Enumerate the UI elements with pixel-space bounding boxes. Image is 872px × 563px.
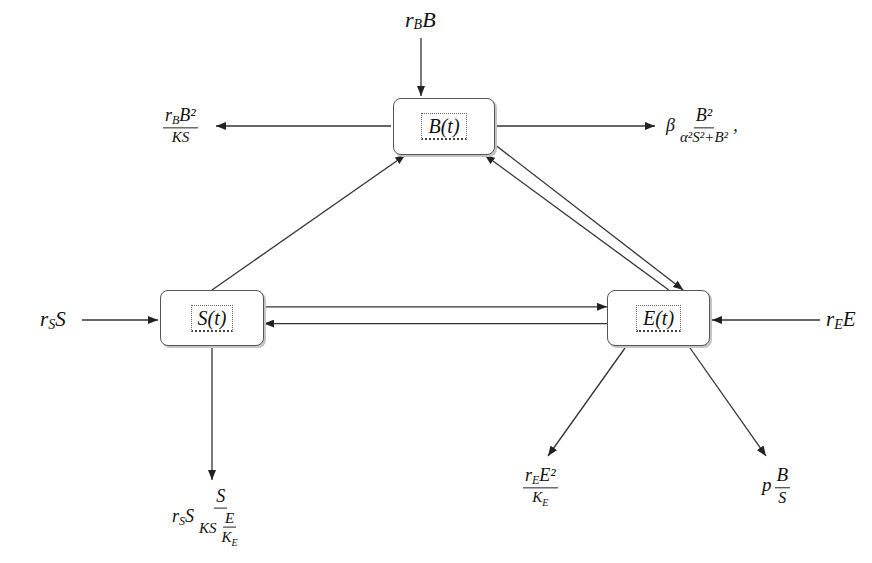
- math-symbol: r: [826, 308, 834, 331]
- transfer-arrow: [212, 155, 405, 290]
- transfer-arrow: [264, 306, 607, 307]
- math-subscript: E: [532, 475, 539, 488]
- math-symbol: S: [55, 308, 66, 331]
- math-subscript: B: [172, 115, 179, 128]
- math-symbol: E: [843, 308, 856, 331]
- inflow-arrow: [82, 319, 158, 320]
- math-formula: rBB²KS: [160, 106, 201, 145]
- transfer-arrow: [495, 145, 683, 290]
- math-formula: rSS: [40, 308, 66, 331]
- math-symbol: r: [40, 308, 48, 331]
- transfer-arrow: [485, 155, 669, 290]
- math-formula: rBB: [405, 8, 436, 32]
- fraction-numerator: B²: [694, 106, 714, 128]
- math-fraction: BS: [775, 465, 791, 506]
- compartment-label: E(t): [636, 305, 681, 332]
- math-symbol: S: [216, 487, 225, 507]
- math-subscript: S: [48, 317, 55, 332]
- math-formula: rEE: [826, 308, 856, 331]
- math-symbol: S: [778, 489, 786, 507]
- outflow-arrow: [497, 125, 655, 126]
- math-subscript: E: [834, 317, 843, 332]
- fraction-numerator: S: [214, 487, 227, 509]
- fraction-numerator: E: [223, 509, 236, 528]
- math-symbol: β: [666, 116, 675, 136]
- outflow-arrow: [211, 348, 212, 480]
- math-symbol: KS: [172, 129, 190, 146]
- math-symbol: r: [172, 506, 179, 526]
- math-subscript: E: [232, 537, 238, 548]
- compartment-label: S(t): [191, 305, 234, 332]
- math-subscript: B: [414, 17, 423, 32]
- math-symbol: ,: [733, 116, 738, 136]
- math-symbol: S: [185, 506, 194, 526]
- fraction-denominator: KS: [170, 128, 192, 146]
- math-fraction: B² α²S²+B²: [678, 106, 730, 145]
- math-fraction: rEE²KE: [523, 466, 558, 505]
- math-symbol: p: [762, 476, 772, 497]
- outflow-arrow: [216, 125, 391, 126]
- math-fraction: EKE: [220, 509, 240, 545]
- math-symbol: K: [532, 489, 542, 506]
- outflow-arrow: [690, 348, 766, 456]
- inflow-arrow: [712, 319, 820, 320]
- math-fraction: rBB²KS: [163, 106, 198, 145]
- math-symbol: B: [777, 465, 789, 486]
- math-formula: rSSSKSEKE: [172, 487, 248, 546]
- math-symbol: KS: [199, 519, 217, 536]
- math-symbol: K: [222, 529, 232, 546]
- math-formula: pBS: [762, 465, 793, 506]
- math-symbol: B: [422, 8, 435, 32]
- fraction-denominator: α²S²+B²: [678, 128, 730, 146]
- compartment-box: E(t): [607, 290, 710, 346]
- fraction-denominator: KE: [530, 488, 550, 506]
- compartment-box: S(t): [160, 290, 264, 346]
- compartment-box: B(t): [393, 98, 495, 155]
- outflow-arrow: [548, 348, 625, 456]
- inflow-arrow: [420, 38, 421, 96]
- math-subscript: E: [542, 497, 548, 508]
- math-symbol: E: [225, 509, 234, 526]
- transfer-arrow: [264, 323, 607, 324]
- fraction-numerator: B: [775, 465, 791, 488]
- fraction-numerator: rBB²: [163, 106, 198, 128]
- math-symbol: B²: [696, 106, 712, 126]
- math-symbol: r: [525, 466, 532, 486]
- fraction-denominator: S: [776, 488, 788, 507]
- compartment-label: B(t): [421, 113, 466, 140]
- math-formula: rEE²KE: [520, 466, 561, 505]
- math-symbol: B²: [179, 106, 195, 126]
- math-subscript: S: [179, 514, 185, 527]
- fraction-denominator: KSEKE: [197, 508, 245, 545]
- math-symbol: E²: [539, 466, 555, 486]
- math-symbol: r: [165, 106, 172, 126]
- fraction-denominator: KE: [220, 528, 240, 546]
- math-fraction: SKSEKE: [197, 487, 245, 546]
- math-formula: β B² α²S²+B²,: [666, 106, 738, 145]
- math-symbol: α²S²+B²: [680, 129, 728, 146]
- fraction-numerator: rEE²: [523, 466, 558, 488]
- math-symbol: r: [405, 8, 414, 32]
